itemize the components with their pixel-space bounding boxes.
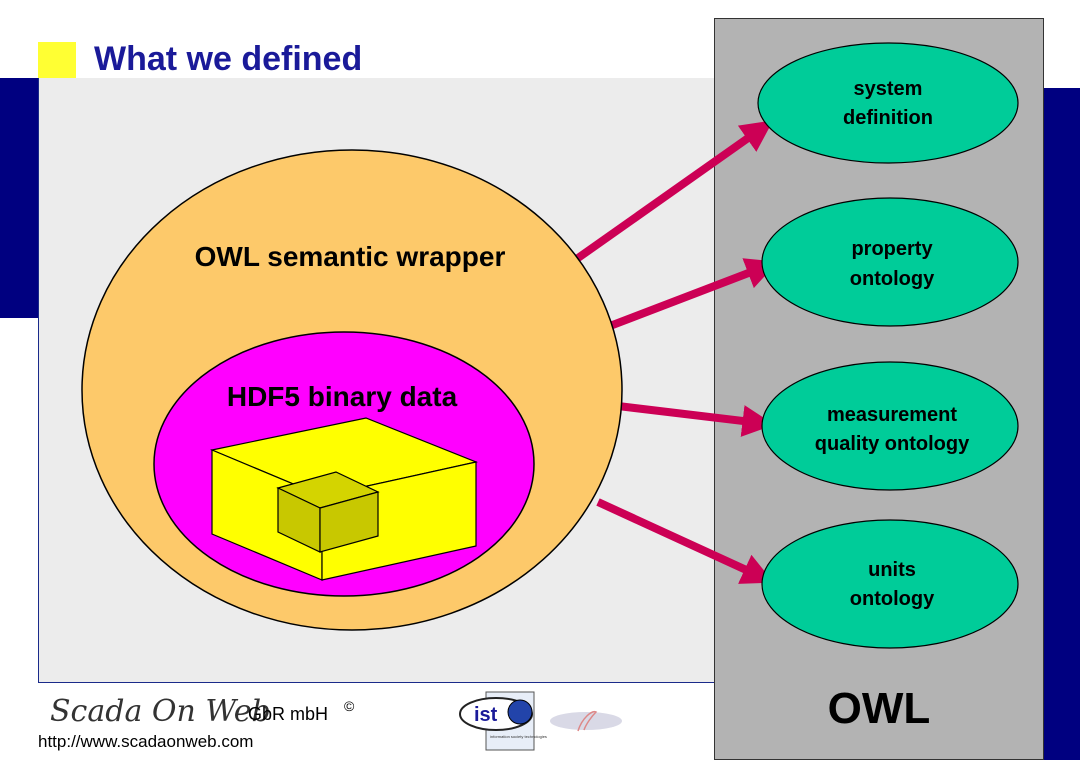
ontology-label-line1: measurement (827, 404, 957, 426)
copyright-symbol: © (344, 698, 355, 714)
ontology-label-line2: quality ontology (815, 433, 970, 455)
ontology-measurement-quality: measurement quality ontology (761, 361, 1019, 491)
ontology-label-line1: units (868, 559, 916, 581)
arrow-to-property-ontology (608, 258, 778, 330)
ist-logo: ist information society technologies (459, 691, 547, 751)
decorative-pill-icon (550, 710, 622, 732)
arrow-to-units-ontology (596, 498, 774, 584)
ontology-units: units ontology (761, 519, 1019, 649)
company-url: http://www.scadaonweb.com (38, 732, 254, 751)
left-accent-bar (0, 78, 38, 318)
owl-panel-label: OWL (827, 684, 931, 733)
hdf5-binary-data-label: HDF5 binary data (227, 381, 458, 412)
ontology-label-line2: ontology (850, 268, 935, 290)
ist-logo-text: ist (474, 704, 498, 726)
title-marker-square (38, 42, 76, 78)
scada-on-web-logo: Scada On Web (50, 694, 271, 729)
owl-semantic-wrapper-label: OWL semantic wrapper (195, 241, 506, 272)
slide-title: What we defined (94, 40, 363, 78)
ontology-system-definition: system definition (757, 42, 1019, 164)
right-accent-bar (1044, 88, 1080, 760)
arrow-to-measurement-ontology (617, 402, 775, 437)
arrow-to-system-definition (575, 120, 774, 262)
ontology-property: property ontology (761, 197, 1019, 327)
ontology-label-line2: definition (843, 107, 933, 129)
ontology-label-line1: property (851, 238, 933, 260)
ontology-label-line2: ontology (850, 588, 935, 610)
hdf5-data-subset-cube (276, 471, 380, 553)
hdf5-data-block (209, 417, 479, 581)
ontology-label-line1: system (854, 78, 923, 100)
company-suffix: GbR mbH (248, 704, 329, 724)
ist-logo-subtext: information society technologies (490, 734, 547, 739)
